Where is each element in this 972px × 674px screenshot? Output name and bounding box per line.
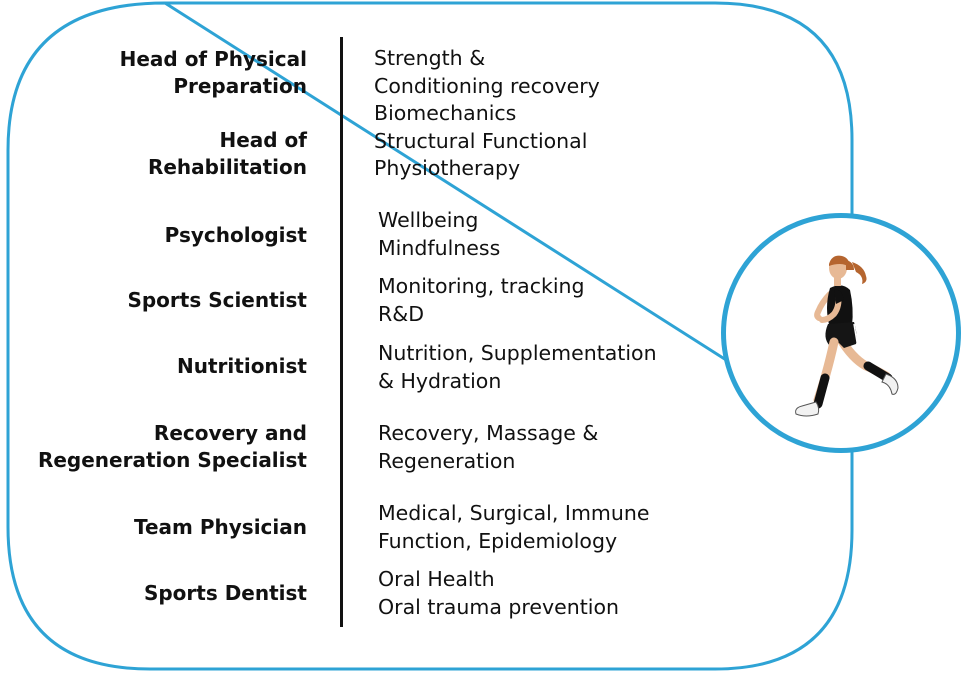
runner-icon (795, 255, 899, 417)
desc-nutritionist: Nutrition, Supplementation & Hydration (378, 340, 657, 395)
runner-badge (721, 213, 961, 453)
desc-sports-scientist: Monitoring, tracking R&D (378, 273, 585, 328)
role-recovery-and-regeneration-specialist: Recovery and Regeneration Specialist (38, 420, 307, 474)
role-head-of-physical-preparation: Head of Physical Preparation (120, 46, 307, 100)
desc-line: R&D (378, 301, 425, 326)
desc-psychologist: Wellbeing Mindfulness (378, 207, 500, 262)
role-line: Nutritionist (177, 354, 307, 378)
desc-line: Function, Epidemiology (378, 528, 618, 553)
desc-line: Recovery, Massage & (378, 421, 599, 445)
desc-line: Strength & (374, 46, 486, 70)
role-line: Psychologist (164, 223, 307, 247)
desc-line: Conditioning recovery (374, 73, 600, 98)
desc-recovery-specialist: Recovery, Massage & Regeneration (378, 420, 598, 475)
desc-sports-dentist: Oral Health Oral trauma prevention (378, 566, 619, 621)
role-line: Recovery and (153, 421, 307, 445)
column-divider (340, 37, 343, 627)
desc-line: Structural Functional (374, 128, 588, 153)
desc-line: Biomechanics (374, 101, 517, 125)
role-line: Sports Scientist (127, 288, 307, 312)
desc-line: & Hydration (378, 368, 502, 393)
desc-line: Medical, Surgical, Immune (378, 501, 650, 525)
desc-line: Regeneration (378, 448, 516, 473)
role-psychologist: Psychologist (165, 222, 307, 249)
role-sports-dentist: Sports Dentist (144, 580, 307, 607)
role-sports-scientist: Sports Scientist (127, 287, 307, 314)
role-line: Head of (219, 128, 307, 152)
role-line: Sports Dentist (143, 581, 307, 605)
role-line: Rehabilitation (147, 155, 307, 179)
role-line: Regeneration Specialist (37, 448, 307, 472)
desc-line: Physiotherapy (374, 156, 521, 180)
desc-line: Nutrition, Supplementation (378, 341, 657, 365)
role-team-physician: Team Physician (134, 514, 307, 541)
role-line: Head of Physical (119, 47, 307, 71)
desc-line: Monitoring, tracking (378, 274, 585, 298)
role-head-of-rehabilitation: Head of Rehabilitation (148, 127, 307, 181)
desc-line: Oral Health (378, 567, 495, 591)
desc-line: Wellbeing (378, 208, 479, 232)
desc-line: Oral trauma prevention (378, 594, 620, 619)
desc-team-physician: Medical, Surgical, Immune Function, Epid… (378, 500, 650, 555)
role-line: Team Physician (134, 515, 307, 539)
role-line: Preparation (173, 74, 307, 98)
role-nutritionist: Nutritionist (177, 353, 307, 380)
desc-line: Mindfulness (378, 235, 501, 260)
desc-physical-and-rehab: Strength & Conditioning recovery Biomech… (374, 45, 600, 183)
